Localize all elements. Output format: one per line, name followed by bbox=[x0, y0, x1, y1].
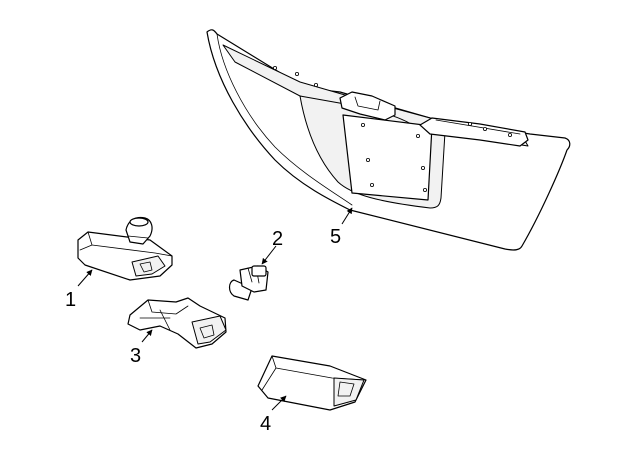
leader-1 bbox=[77, 269, 93, 287]
leader-4 bbox=[271, 395, 287, 411]
leaders bbox=[77, 207, 353, 411]
callout-2: 2 bbox=[272, 228, 283, 250]
callout-5: 5 bbox=[330, 226, 341, 248]
callout-4: 4 bbox=[260, 413, 271, 435]
callout-3: 3 bbox=[130, 345, 141, 367]
leader-3 bbox=[141, 329, 153, 343]
leader-5 bbox=[341, 207, 353, 225]
callout-1: 1 bbox=[65, 289, 76, 311]
leader-2 bbox=[261, 245, 277, 265]
part-1-lamp-housing bbox=[77, 216, 173, 281]
callouts: 1 2 3 4 5 bbox=[65, 226, 341, 435]
part-2-bulb bbox=[228, 265, 269, 301]
part-5-applique-panel bbox=[206, 29, 571, 251]
part-4-lens bbox=[257, 355, 367, 411]
part-3-socket-bracket bbox=[127, 297, 227, 349]
